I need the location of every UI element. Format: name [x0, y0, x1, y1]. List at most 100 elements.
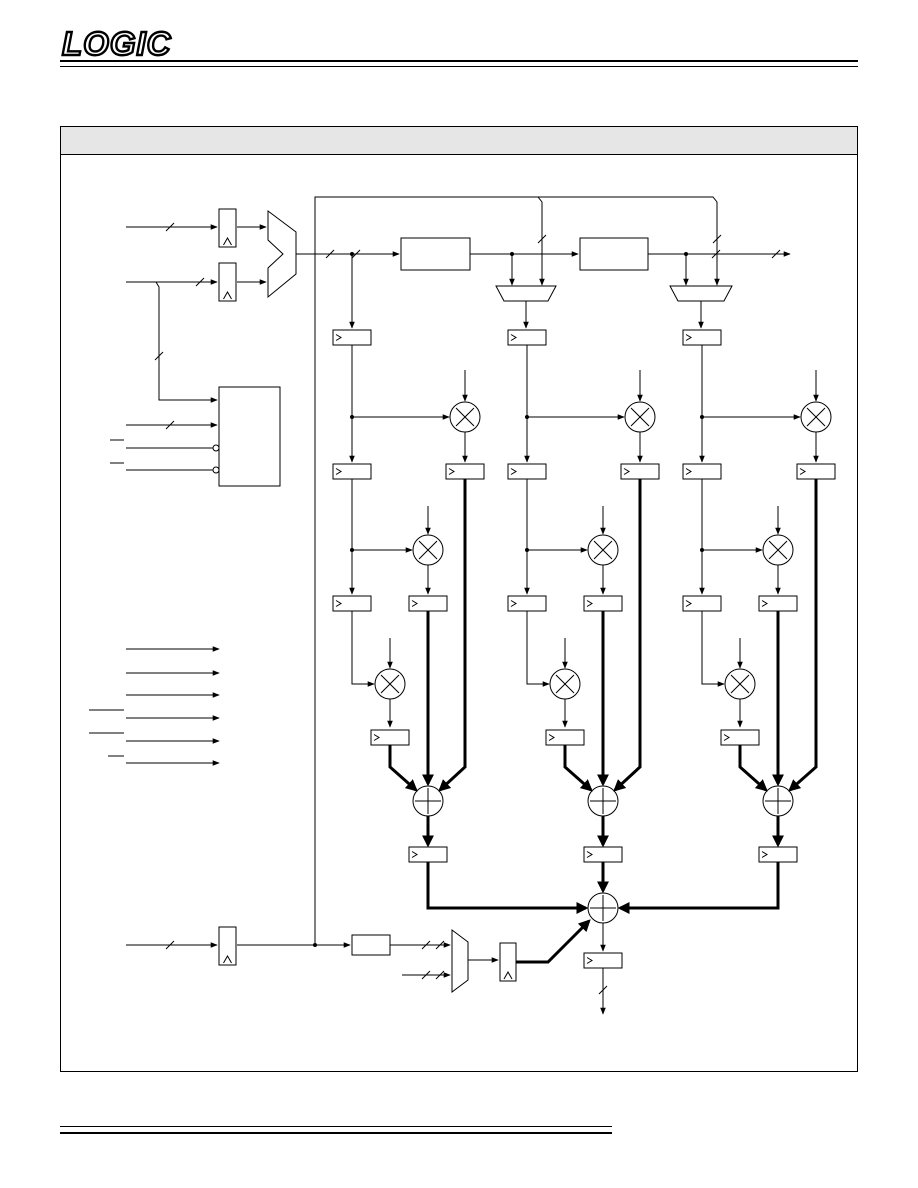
bus-slash: [195, 277, 205, 287]
clock-icon: [685, 600, 692, 607]
clock-icon: [623, 468, 630, 475]
bus-slash: [711, 249, 721, 259]
footer-rule: [60, 1126, 612, 1127]
bold-wire: [738, 745, 768, 792]
bus-slash: [771, 249, 781, 259]
bus-slash: [421, 940, 431, 950]
bus-slash: [712, 234, 722, 244]
clock-icon: [548, 734, 555, 741]
input-register: [218, 208, 237, 248]
pipeline-register: [408, 595, 448, 612]
output-register: [499, 942, 517, 982]
pipeline-register: [682, 463, 722, 480]
bus-slash: [325, 249, 335, 259]
pipeline-register: [507, 329, 547, 346]
delay-block: [579, 237, 649, 271]
multiply-icon: [418, 540, 438, 560]
bold-wire: [438, 479, 467, 792]
multiply-icon: [806, 407, 826, 427]
wire: [526, 611, 550, 687]
clock-icon: [510, 334, 517, 341]
plus-icon: [415, 788, 441, 814]
bus-slash: [351, 249, 361, 259]
junction-dot: [313, 943, 317, 947]
pipeline-register: [620, 463, 660, 480]
clock-icon: [799, 468, 806, 475]
wire: [126, 281, 218, 403]
input-register: [218, 262, 237, 302]
clock-icon: [223, 290, 232, 300]
clock-icon: [586, 851, 593, 858]
bold-wire: [613, 479, 642, 792]
pipeline-register: [545, 729, 585, 746]
clock-icon: [223, 954, 232, 964]
delay-block: [351, 934, 391, 956]
output-mux: [451, 929, 469, 993]
pipeline-register: [583, 846, 623, 863]
pipeline-register: [682, 595, 722, 612]
bold-wire: [388, 745, 418, 792]
pipeline-register: [796, 463, 836, 480]
multiply-icon: [555, 674, 575, 694]
clock-icon: [335, 600, 342, 607]
pipeline-register: [332, 463, 372, 480]
multiply-icon: [768, 540, 788, 560]
bus-slash: [165, 420, 175, 430]
inverter-bubble: [212, 444, 220, 452]
tap-mux: [669, 285, 733, 302]
clock-icon: [335, 334, 342, 341]
header-rule: [60, 60, 858, 62]
clock-icon: [761, 851, 768, 858]
pipeline-register: [758, 846, 798, 863]
clock-icon: [510, 600, 517, 607]
control-block: [218, 386, 281, 487]
clock-icon: [448, 468, 455, 475]
bus-slash: [421, 970, 431, 980]
clock-icon: [223, 236, 232, 246]
wire: [538, 196, 720, 286]
pipeline-register: [682, 329, 722, 346]
figure-frame: [60, 126, 858, 1072]
pipeline-register: [758, 595, 798, 612]
clock-icon: [761, 600, 768, 607]
clock-icon: [335, 468, 342, 475]
clock-icon: [723, 734, 730, 741]
header-rule-thin: [60, 66, 858, 67]
pipeline-register: [332, 329, 372, 346]
tap-mux: [495, 285, 557, 302]
bold-wire: [617, 862, 780, 914]
clock-icon: [586, 600, 593, 607]
wire: [351, 611, 375, 687]
delay-block: [400, 237, 471, 271]
plus-icon: [765, 788, 791, 814]
footer-rule-thick: [60, 1132, 612, 1134]
pipeline-register: [720, 729, 760, 746]
bus-slash: [154, 351, 164, 361]
clock-icon: [373, 734, 380, 741]
pipeline-register: [408, 846, 448, 863]
bus-slash: [435, 970, 445, 980]
pipeline-register: [583, 595, 623, 612]
multiply-icon: [630, 407, 650, 427]
clock-icon: [411, 851, 418, 858]
inverter-bubble: [212, 466, 220, 474]
logo-text: LOGIC: [62, 26, 172, 60]
multiply-icon: [593, 540, 613, 560]
bus-slash: [435, 940, 445, 950]
bold-wire: [426, 862, 589, 914]
bold-wire: [788, 479, 818, 792]
pipeline-register: [583, 952, 623, 969]
input-register: [218, 926, 237, 966]
clock-icon: [685, 334, 692, 341]
plus-icon: [590, 788, 616, 814]
pipeline-register: [370, 729, 410, 746]
wire: [701, 611, 725, 687]
multiply-icon: [380, 674, 400, 694]
multiply-icon: [455, 407, 475, 427]
pipeline-register: [332, 595, 372, 612]
bus-slash: [537, 234, 547, 244]
pipeline-register: [507, 463, 547, 480]
plus-icon: [590, 895, 616, 921]
clock-icon: [510, 468, 517, 475]
